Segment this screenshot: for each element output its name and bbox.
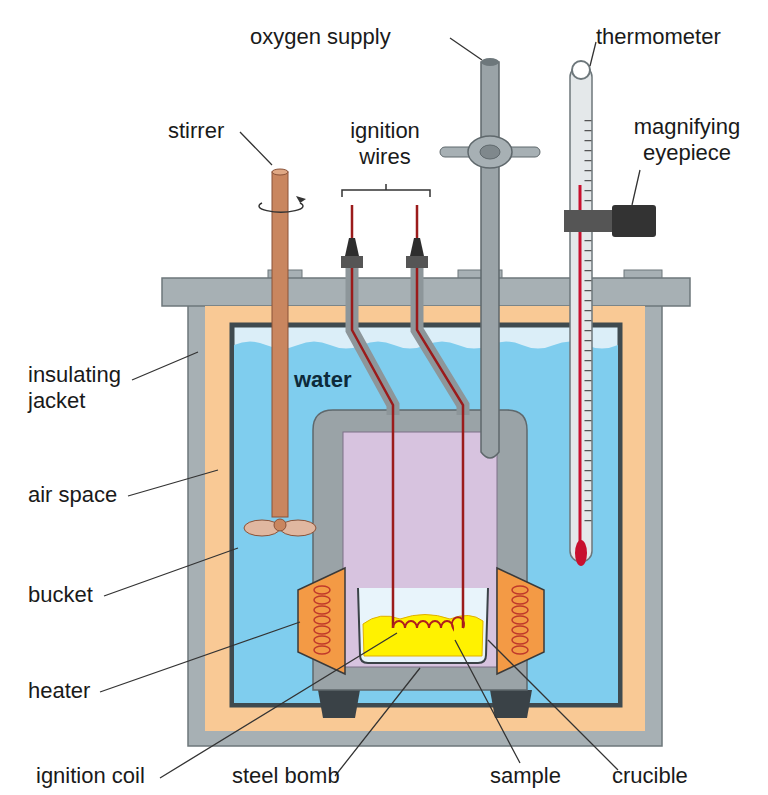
stirrer-rod xyxy=(272,172,288,517)
bomb-leg xyxy=(490,690,532,718)
wire-plug-base xyxy=(341,256,363,268)
crucible xyxy=(358,588,488,663)
leader-line xyxy=(100,38,640,778)
bracket xyxy=(342,184,430,197)
eyepiece xyxy=(612,205,656,237)
heater-coil xyxy=(314,586,330,654)
heater-pad xyxy=(298,568,345,674)
part-label: ignition coil xyxy=(36,763,196,789)
rotation-arrow-head xyxy=(296,196,306,203)
thermometer-ring xyxy=(572,61,590,79)
part-label: ignition wires xyxy=(330,118,440,170)
bomb-chamber xyxy=(343,432,497,667)
part-label: magnifying eyepiece xyxy=(612,114,762,166)
heater-coil xyxy=(512,586,528,654)
heater xyxy=(298,568,544,674)
region-label: water xyxy=(294,367,384,393)
tube xyxy=(481,62,499,458)
jacket-lid xyxy=(162,278,690,306)
crucible-cup xyxy=(358,588,488,663)
mercury-column xyxy=(579,185,582,550)
part-label: insulating jacket xyxy=(28,362,148,414)
bomb-leg xyxy=(318,690,360,718)
part-label: heater xyxy=(28,678,148,704)
wire-plug xyxy=(410,238,424,256)
part-label: stirrer xyxy=(168,118,258,144)
stirrer xyxy=(244,169,316,536)
part-label: sample xyxy=(490,763,590,789)
valve-hub xyxy=(480,145,500,159)
propeller-hub xyxy=(274,519,286,531)
part-label: bucket xyxy=(28,582,148,608)
water-body xyxy=(234,342,618,704)
part-label: steel bomb xyxy=(232,763,382,789)
part-label: oxygen supply xyxy=(250,24,450,50)
heater-pad xyxy=(497,568,544,674)
bucket xyxy=(232,325,620,705)
part-label: crucible xyxy=(612,763,752,789)
rotation-arrow xyxy=(259,203,303,212)
valve xyxy=(468,136,512,168)
rod-top xyxy=(272,169,288,175)
tube-end xyxy=(481,58,499,66)
mercury-bulb xyxy=(575,540,587,566)
ignition-wire xyxy=(352,205,393,628)
wire-plug xyxy=(345,238,359,256)
ignition-coil xyxy=(393,617,464,628)
part-label: air space xyxy=(28,482,168,508)
ignition-wiring xyxy=(341,205,464,628)
leader-lines xyxy=(100,38,640,778)
thermometer-tube xyxy=(570,66,592,562)
sample-powder xyxy=(363,615,483,657)
eyepiece-clamp xyxy=(564,210,616,232)
scale-ticks xyxy=(585,120,592,530)
ignition-wire xyxy=(417,205,463,628)
wire-plug-base xyxy=(406,256,428,268)
part-label: thermometer xyxy=(596,24,766,50)
